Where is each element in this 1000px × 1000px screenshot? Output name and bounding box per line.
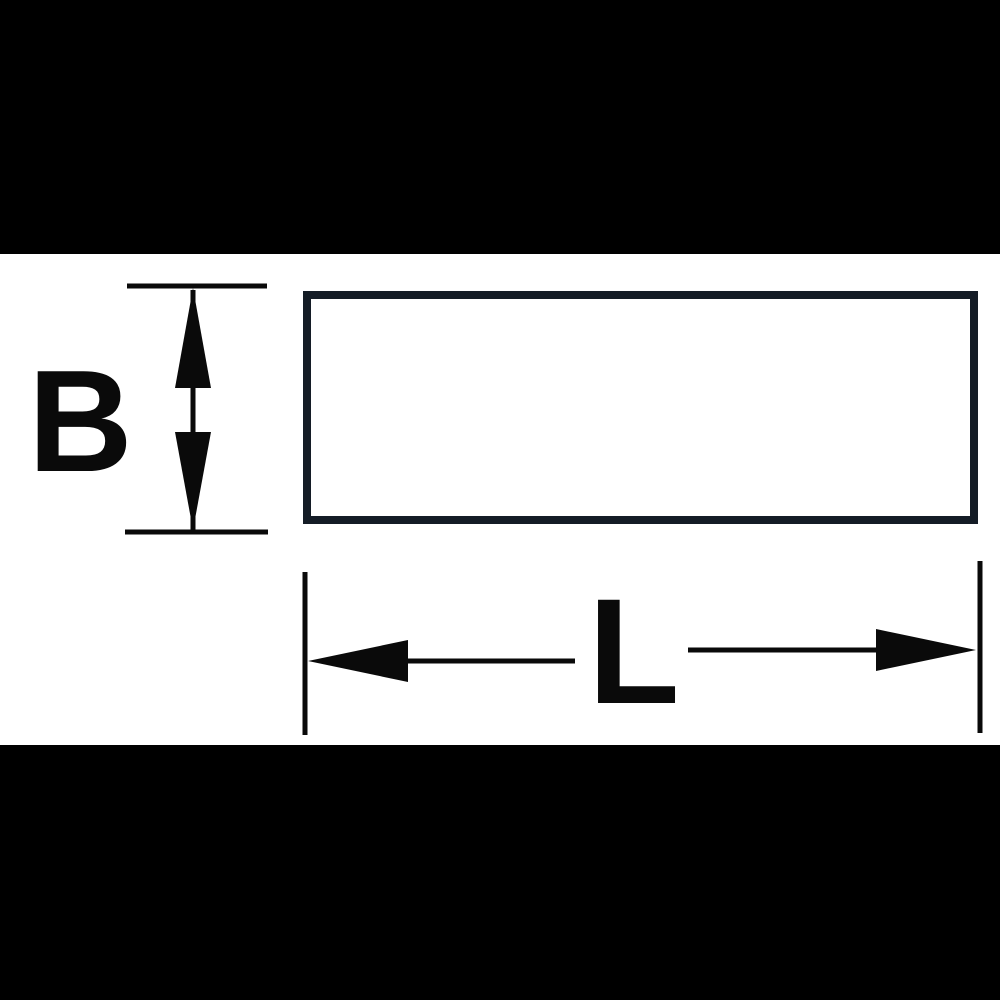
length-arrowhead-left: [308, 640, 408, 682]
length-dimension: L: [302, 561, 983, 735]
length-arrowhead-right: [876, 629, 976, 671]
width-dimension: B: [28, 283, 268, 535]
width-arrowhead-up: [175, 288, 211, 388]
top-letterbox-band: [0, 0, 1000, 254]
bottom-letterbox-band: [0, 745, 1000, 1000]
width-arrowhead-down: [175, 432, 211, 530]
length-dimension-label: L: [588, 567, 680, 735]
part-outline-rect: [303, 291, 978, 524]
width-dimension-label: B: [28, 340, 133, 502]
